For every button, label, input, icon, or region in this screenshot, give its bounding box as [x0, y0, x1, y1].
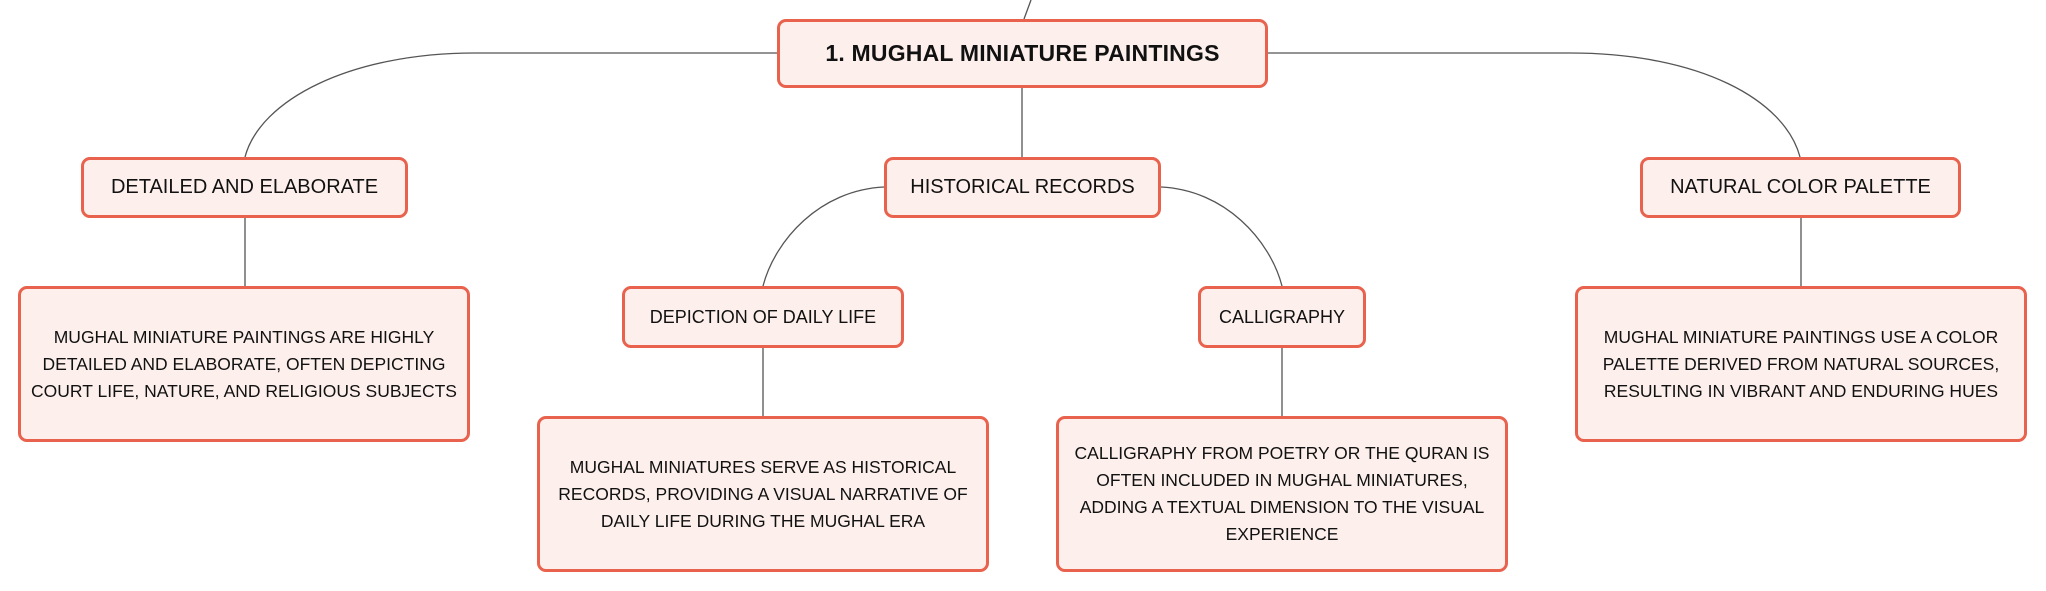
connector-parent-to-root — [1023, 0, 1032, 20]
description-node-detailed-and-elaborate[interactable]: MUGHAL MINIATURE PAINTINGS ARE HIGHLY DE… — [18, 286, 470, 442]
branch-node-historical-records[interactable]: HISTORICAL RECORDS — [884, 157, 1161, 218]
description-node-depiction-of-daily-life[interactable]: MUGHAL MINIATURES SERVE AS HISTORICAL RE… — [537, 416, 989, 572]
subtopic-node-calligraphy[interactable]: CALLIGRAPHY — [1198, 286, 1366, 348]
description-node-calligraphy[interactable]: CALLIGRAPHY FROM POETRY OR THE QURAN IS … — [1056, 416, 1508, 572]
branch-node-detailed-and-elaborate[interactable]: DETAILED AND ELABORATE — [81, 157, 408, 218]
connector-historical-to-calligraphy — [1160, 186, 1283, 287]
root-topic-node[interactable]: 1. MUGHAL MINIATURE PAINTINGS — [777, 19, 1268, 88]
branch-node-natural-color-palette[interactable]: NATURAL COLOR PALETTE — [1640, 157, 1961, 218]
connector-historical-to-daily-life — [762, 186, 885, 287]
connector-root-to-detailed — [244, 52, 777, 158]
connector-root-to-natural — [1268, 52, 1801, 158]
description-node-natural-color-palette[interactable]: MUGHAL MINIATURE PAINTINGS USE A COLOR P… — [1575, 286, 2027, 442]
subtopic-node-depiction-of-daily-life[interactable]: DEPICTION OF DAILY LIFE — [622, 286, 904, 348]
